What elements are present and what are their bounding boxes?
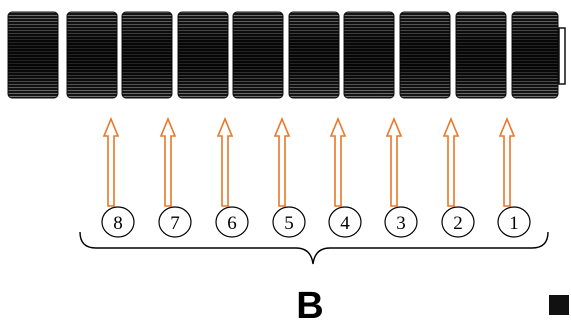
arrow-up-icon [498, 116, 516, 207]
rod-segment [343, 11, 395, 99]
arrow-up-icon [216, 116, 234, 207]
rod-segment [399, 11, 451, 99]
rod-segment [177, 11, 229, 99]
arrow-up-icon [273, 116, 291, 207]
rod-end-cap [558, 27, 566, 85]
square-marker [549, 295, 569, 315]
rod-segment [455, 11, 507, 99]
rod-segment [511, 11, 559, 99]
arrow-group [102, 116, 516, 207]
position-circle [441, 206, 475, 238]
arrow-up-icon [442, 116, 460, 207]
position-number: 4 [340, 213, 350, 234]
position-number: 6 [227, 213, 237, 234]
rod-segment [66, 11, 118, 99]
position-circle [328, 206, 362, 238]
arrow-up-icon [385, 116, 403, 207]
position-number: 5 [284, 213, 294, 234]
rod-segment [288, 11, 340, 99]
arrow-up-icon [102, 116, 120, 207]
rod-segment [7, 11, 59, 99]
knurled-rod [7, 11, 566, 99]
position-number: 8 [113, 213, 123, 234]
position-number: 2 [453, 213, 463, 234]
position-number: 1 [509, 213, 519, 234]
arrow-up-icon [159, 116, 177, 207]
position-labels: 8 7 6 5 4 3 2 1 [101, 206, 531, 238]
curly-brace [79, 231, 549, 265]
position-circle [158, 206, 192, 238]
position-circle [215, 206, 249, 238]
position-number: 3 [396, 213, 406, 234]
position-number: 7 [170, 213, 180, 234]
arrow-up-icon [329, 116, 347, 207]
rod-segment [121, 11, 173, 99]
rod-segment [232, 11, 284, 99]
group-label-b: B [296, 285, 323, 322]
position-circle [384, 206, 418, 238]
position-circle [272, 206, 306, 238]
position-circle [101, 206, 135, 238]
position-circle [497, 206, 531, 238]
